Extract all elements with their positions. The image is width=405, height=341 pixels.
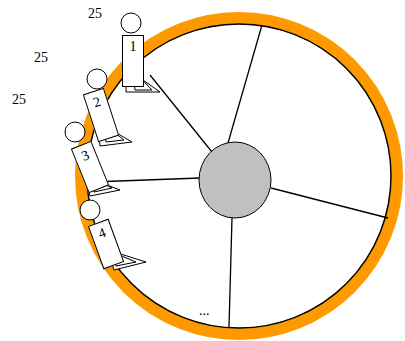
spacing-label: 25 — [34, 50, 48, 66]
person-number: 3 — [72, 142, 98, 167]
spacing-label: 25 — [12, 92, 26, 108]
rim-inner-edge — [87, 24, 391, 328]
continuation-mark: ... — [199, 303, 210, 319]
person-number: 4 — [89, 220, 114, 245]
person-number: 2 — [84, 89, 109, 113]
person-figures — [65, 13, 160, 270]
wheel-rim — [81, 18, 397, 334]
spokes — [92, 25, 388, 327]
spacing-label: 25 — [88, 6, 102, 22]
person-body: 1 — [122, 35, 144, 87]
person-number: 1 — [123, 36, 143, 55]
hub — [199, 142, 271, 218]
